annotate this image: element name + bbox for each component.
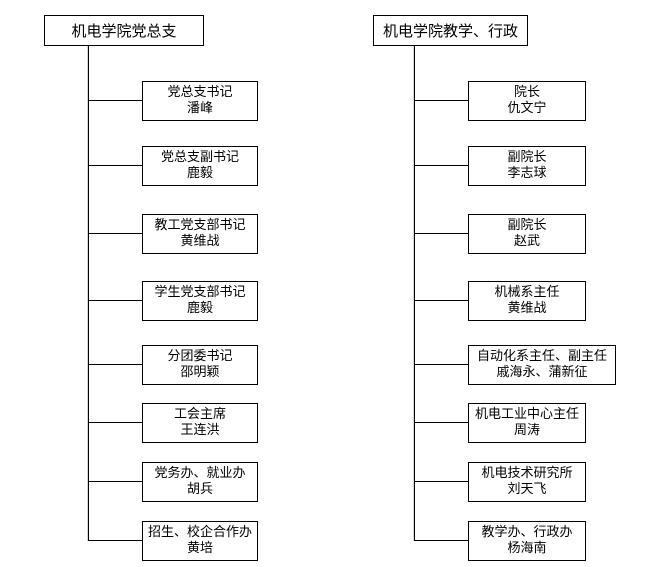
- org-node: 机械系主任黄维战: [468, 281, 586, 321]
- trunk-line-admin: [414, 46, 415, 541]
- org-node: 党总支副书记鹿毅: [142, 146, 258, 186]
- node-title: 机电技术研究所: [481, 466, 573, 481]
- node-title: 机械系主任: [494, 285, 560, 300]
- connector-line: [414, 422, 468, 423]
- connector-line: [414, 233, 468, 234]
- connector-line: [88, 300, 142, 301]
- connector-line: [88, 481, 142, 482]
- node-title: 工会主席: [173, 407, 226, 422]
- connector-line: [88, 364, 142, 365]
- node-person: 戚海永、蒲新征: [496, 365, 588, 380]
- connector-line: [414, 540, 468, 541]
- connector-line: [414, 364, 468, 365]
- connector-line: [88, 422, 142, 423]
- node-person: 鹿毅: [186, 301, 213, 316]
- org-node: 招生、校企合作办黄培: [142, 521, 258, 561]
- org-node: 党务办、就业办胡兵: [142, 462, 258, 502]
- node-title: 招生、校企合作办: [147, 525, 252, 540]
- node-title: 院长: [513, 85, 540, 100]
- org-node: 教工党支部书记黄维战: [142, 214, 258, 254]
- node-person: 仇文宁: [507, 101, 547, 116]
- connector-line: [414, 100, 468, 101]
- node-title: 机电工业中心主任: [474, 407, 579, 422]
- node-title: 自动化系主任、副主任: [476, 349, 607, 364]
- node-person: 胡兵: [186, 482, 213, 497]
- node-title: 党总支副书记: [160, 150, 239, 165]
- node-title: 党总支书记: [167, 85, 233, 100]
- org-node: 党总支书记潘峰: [142, 81, 258, 121]
- node-person: 黄维战: [180, 234, 220, 249]
- node-title: 学生党支部书记: [154, 285, 246, 300]
- connector-line: [414, 300, 468, 301]
- org-node: 院长仇文宁: [468, 81, 586, 121]
- node-person: 黄培: [186, 541, 213, 556]
- node-person: 赵武: [513, 234, 540, 249]
- node-person: 刘天飞: [507, 482, 547, 497]
- connector-line: [414, 165, 468, 166]
- connector-line: [414, 481, 468, 482]
- node-person: 邵明颖: [180, 365, 220, 380]
- root-box-party: 机电学院党总支: [44, 15, 204, 46]
- node-title: 副院长: [507, 218, 547, 233]
- org-node: 自动化系主任、副主任戚海永、蒲新征: [468, 345, 616, 385]
- node-title: 教工党支部书记: [154, 218, 246, 233]
- node-title: 教学办、行政办: [481, 525, 573, 540]
- trunk-line-party: [88, 46, 89, 541]
- org-node: 副院长李志球: [468, 146, 586, 186]
- node-title: 分团委书记: [167, 349, 233, 364]
- node-person: 黄维战: [507, 301, 547, 316]
- org-node: 学生党支部书记鹿毅: [142, 281, 258, 321]
- connector-line: [88, 540, 142, 541]
- org-node: 副院长赵武: [468, 214, 586, 254]
- org-node: 分团委书记邵明颖: [142, 345, 258, 385]
- org-node: 教学办、行政办杨海南: [468, 521, 586, 561]
- node-person: 潘峰: [186, 101, 213, 116]
- connector-line: [88, 165, 142, 166]
- node-person: 杨海南: [507, 541, 547, 556]
- org-node: 工会主席王连洪: [142, 403, 258, 443]
- root-box-admin: 机电学院教学、行政: [373, 15, 528, 46]
- node-person: 周涛: [513, 423, 540, 438]
- node-title: 副院长: [507, 150, 547, 165]
- org-node: 机电技术研究所刘天飞: [468, 462, 586, 502]
- node-person: 李志球: [507, 166, 547, 181]
- org-node: 机电工业中心主任周涛: [468, 403, 586, 443]
- node-person: 王连洪: [180, 423, 220, 438]
- node-person: 鹿毅: [186, 166, 213, 181]
- connector-line: [88, 100, 142, 101]
- connector-line: [88, 233, 142, 234]
- node-title: 党务办、就业办: [154, 466, 246, 481]
